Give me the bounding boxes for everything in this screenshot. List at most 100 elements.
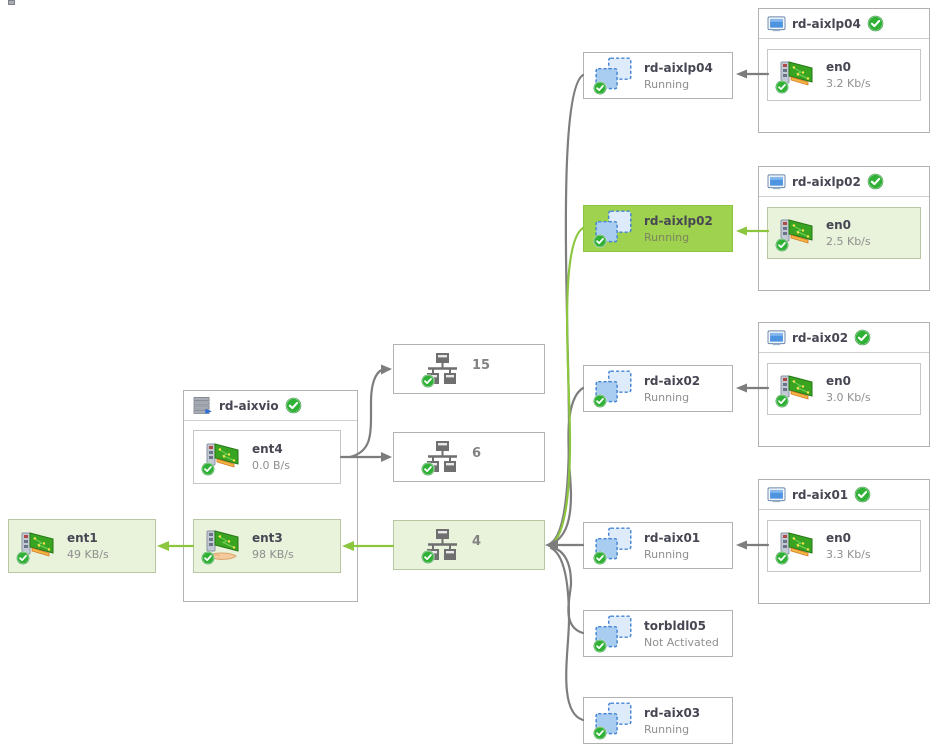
status-ok-icon	[285, 397, 302, 414]
node-lpar-rd-aixlp02[interactable]: rd-aixlp02 Running	[583, 205, 733, 252]
arrowhead-into-network-6	[381, 452, 392, 462]
ok-badge-icon	[421, 374, 435, 388]
ok-badge-icon	[775, 394, 789, 408]
lpar-name: rd-aixlp02	[644, 213, 713, 228]
adapter-name: ent3	[252, 531, 283, 545]
node-adapter-en0[interactable]: en0 3.2 Kb/s	[767, 49, 921, 101]
shared-ethernet-adapter-icon	[204, 529, 242, 563]
node-network-15[interactable]: 15	[393, 344, 545, 394]
adapter-name: en0	[826, 531, 852, 545]
node-host-rd-aix01[interactable]: rd-aix01 en0 3.3 Kb/s	[758, 479, 930, 604]
edge-rd-aixlp04-to-network-4	[549, 73, 585, 545]
nic-icon	[778, 372, 816, 406]
node-adapter-en0[interactable]: en0 2.5 Kb/s	[767, 207, 921, 259]
lpar-icon	[596, 529, 634, 563]
lpar-name: rd-aix03	[644, 705, 701, 720]
host-title: rd-aixlp02	[792, 174, 861, 189]
edge-rd-aixlp02-to-network-4-highlighted	[549, 226, 585, 546]
nic-icon	[204, 440, 242, 474]
node-host-rd-aixlp04[interactable]: rd-aixlp04 en0 3.2 Kb/s	[758, 8, 930, 133]
arrowhead-into-ent1	[157, 541, 169, 551]
host-header: rd-aix01	[759, 480, 929, 510]
adapter-rate: 0.0 B/s	[252, 459, 290, 472]
lpar-icon	[596, 59, 634, 93]
ok-badge-icon	[201, 551, 215, 565]
node-network-6[interactable]: 6	[393, 432, 545, 482]
host-header: rd-aixlp04	[759, 9, 929, 39]
ok-badge-icon	[421, 550, 435, 564]
host-title: rd-aixlp04	[792, 16, 861, 31]
lpar-status: Not Activated	[644, 635, 719, 649]
lpar-status: Running	[644, 722, 690, 736]
lpar-status: Running	[644, 230, 690, 244]
lpar-status: Running	[644, 547, 690, 561]
adapter-rate: 3.2 Kb/s	[826, 77, 871, 90]
edge-rd-aix03-to-network-4	[549, 546, 585, 722]
edge-rd-aix02-to-network-4	[549, 386, 585, 546]
vio-title: rd-aixvio	[219, 398, 279, 413]
adapter-name: ent4	[252, 442, 283, 456]
vio-header: rd-aixvio	[184, 391, 357, 421]
ok-badge-icon	[593, 234, 607, 248]
adapter-name: en0	[826, 218, 852, 232]
adapter-name: ent1	[67, 531, 98, 545]
host-title: rd-aix02	[792, 330, 849, 345]
status-ok-icon	[854, 486, 871, 503]
lpar-status: Running	[644, 390, 690, 404]
partition-icon	[767, 173, 786, 190]
node-lpar-rd-aixlp04[interactable]: rd-aixlp04 Running	[583, 52, 733, 99]
lpar-icon	[596, 212, 634, 246]
nic-icon	[19, 529, 57, 563]
ok-badge-icon	[593, 551, 607, 565]
adapter-rate: 3.3 Kb/s	[826, 548, 871, 561]
arrowhead-into-rd-aixlp04	[736, 69, 747, 79]
nic-icon	[778, 216, 816, 250]
network-id: 6	[472, 445, 482, 461]
nic-icon	[778, 529, 816, 563]
node-lpar-torbldl05[interactable]: torbldl05 Not Activated	[583, 610, 733, 657]
node-network-4[interactable]: 4	[393, 520, 545, 570]
node-lpar-rd-aix03[interactable]: rd-aix03 Running	[583, 697, 733, 744]
window-edge-artifact	[8, 0, 15, 5]
lpar-name: rd-aix01	[644, 530, 701, 545]
adapter-rate: 49 KB/s	[67, 548, 109, 561]
adapter-rate: 2.5 Kb/s	[826, 235, 871, 248]
node-adapter-ent1[interactable]: ent1 49 KB/s	[8, 519, 156, 573]
host-title: rd-aix01	[792, 487, 849, 502]
node-adapter-ent3[interactable]: ent3 98 KB/s	[193, 519, 341, 573]
partition-icon	[767, 15, 786, 32]
node-host-rd-aixlp02[interactable]: rd-aixlp02 en0 2.5 Kb/s	[758, 166, 930, 291]
arrowhead-into-rd-aix02	[736, 383, 747, 393]
host-header: rd-aixlp02	[759, 167, 929, 197]
network-icon	[424, 352, 462, 386]
lpar-name: rd-aixlp04	[644, 60, 713, 75]
nic-icon	[778, 58, 816, 92]
arrowhead-into-rd-aixlp02	[736, 226, 747, 236]
ok-badge-icon	[593, 394, 607, 408]
network-icon	[424, 528, 462, 562]
arrowhead-into-network-4	[545, 539, 558, 551]
adapter-name: en0	[826, 374, 852, 388]
ok-badge-icon	[421, 462, 435, 476]
lpar-name: rd-aix02	[644, 373, 701, 388]
ok-badge-icon	[593, 639, 607, 653]
partition-icon	[767, 329, 786, 346]
ok-badge-icon	[775, 80, 789, 94]
arrowhead-into-rd-aix01	[736, 540, 747, 550]
node-lpar-rd-aix01[interactable]: rd-aix01 Running	[583, 522, 733, 569]
partition-icon	[767, 486, 786, 503]
lpar-icon	[596, 704, 634, 738]
ok-badge-icon	[16, 551, 30, 565]
node-adapter-ent4[interactable]: ent4 0.0 B/s	[193, 430, 341, 484]
edge-torbldl05-to-network-4	[549, 545, 585, 635]
lpar-name: torbldl05	[644, 618, 707, 633]
node-lpar-rd-aix02[interactable]: rd-aix02 Running	[583, 365, 733, 412]
node-adapter-en0[interactable]: en0 3.3 Kb/s	[767, 520, 921, 572]
network-id: 15	[472, 357, 491, 373]
node-adapter-en0[interactable]: en0 3.0 Kb/s	[767, 363, 921, 415]
server-icon	[192, 396, 213, 415]
status-ok-icon	[854, 329, 871, 346]
node-host-rd-aix02[interactable]: rd-aix02 en0 3.0 Kb/s	[758, 322, 930, 447]
status-ok-icon	[867, 15, 884, 32]
